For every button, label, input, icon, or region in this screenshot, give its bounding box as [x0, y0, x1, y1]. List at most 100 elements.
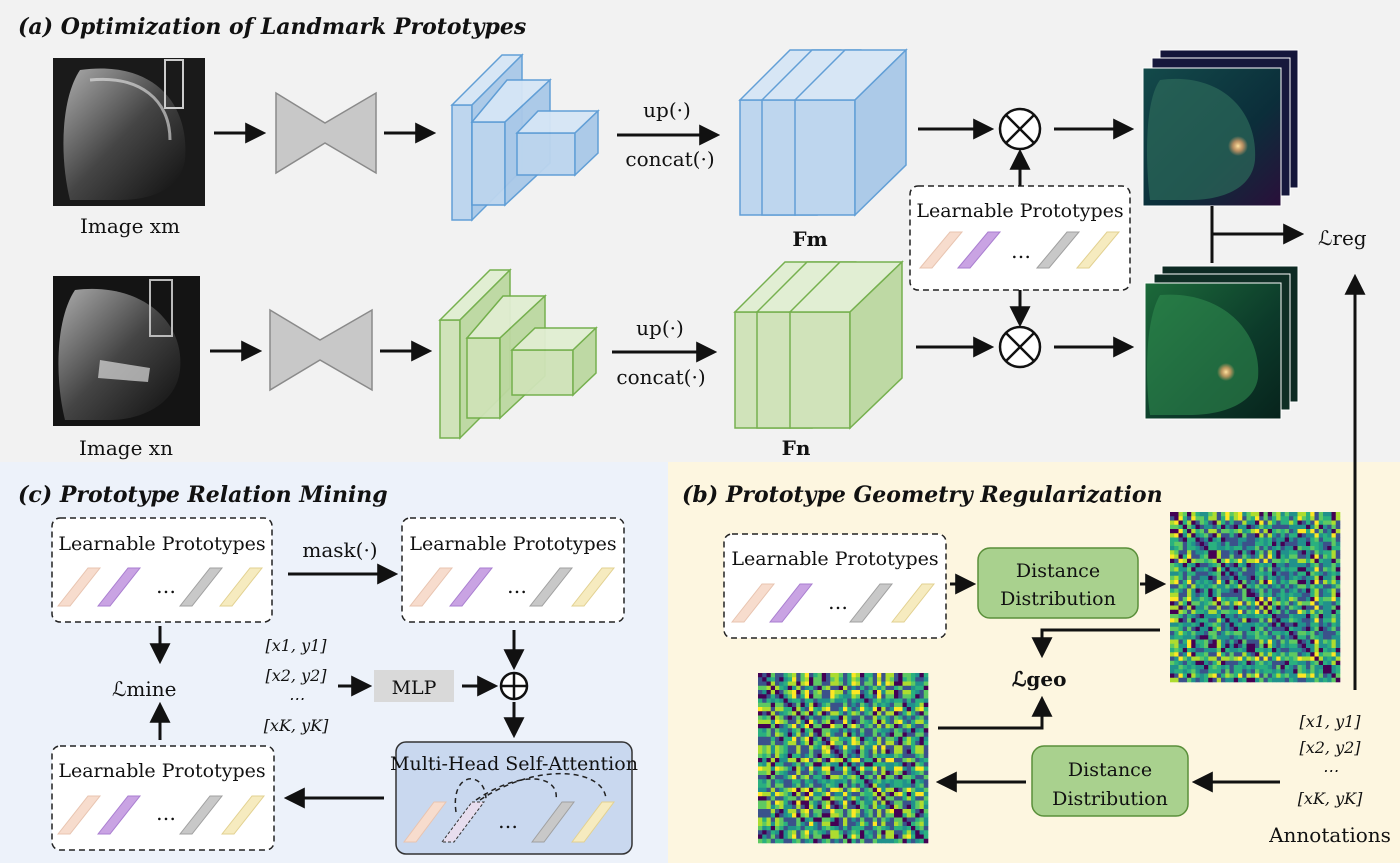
- matrix-cell: [1225, 533, 1230, 538]
- matrix-cell: [1187, 677, 1192, 683]
- matrix-cell: [787, 809, 793, 814]
- matrix-cell: [902, 804, 908, 810]
- matrix-cell: [1327, 605, 1332, 611]
- matrix-cell: [1225, 563, 1230, 568]
- matrix-cell: [1318, 597, 1324, 602]
- matrix-cell: [1267, 597, 1273, 602]
- matrix-cell: [1199, 673, 1205, 679]
- matrix-cell: [902, 677, 908, 682]
- matrix-cell: [800, 800, 806, 806]
- matrix-cell: [834, 813, 840, 818]
- matrix-cell: [826, 685, 831, 691]
- matrix-cell: [1310, 512, 1315, 517]
- mlp-label: MLP: [392, 677, 437, 699]
- matrix-cell: [1272, 601, 1277, 606]
- matrix-cell: [906, 770, 912, 776]
- matrix-cell: [821, 685, 827, 691]
- matrix-cell: [1293, 677, 1298, 683]
- matrix-cell: [1255, 673, 1260, 679]
- matrix-cell: [1318, 665, 1324, 670]
- matrix-cell: [766, 677, 772, 682]
- matrix-cell: [1221, 533, 1226, 538]
- matrix-cell: [860, 834, 865, 840]
- matrix-cell: [923, 770, 929, 776]
- matrix-cell: [1238, 520, 1243, 526]
- matrix-cell: [783, 702, 789, 708]
- matrix-cell: [1212, 571, 1218, 577]
- matrix-cell: [1187, 614, 1192, 619]
- matrix-cell: [783, 817, 789, 823]
- matrix-cell: [1314, 677, 1320, 683]
- matrix-cell: [1221, 665, 1226, 670]
- matrix-cell: [855, 783, 861, 789]
- matrix-cell: [758, 813, 763, 818]
- matrix-cell: [1225, 626, 1230, 632]
- matrix-cell: [1301, 512, 1307, 517]
- matrix-cell: [783, 698, 789, 704]
- matrix-cell: [881, 715, 886, 721]
- matrix-cell: [792, 834, 797, 840]
- matrix-cell: [1182, 588, 1188, 594]
- matrix-cell: [762, 758, 767, 763]
- matrix-cell: [1178, 533, 1184, 538]
- matrix-cell: [826, 800, 831, 806]
- matrix-cell: [1229, 660, 1235, 666]
- matrix-cell: [830, 719, 835, 725]
- matrix-cell: [894, 702, 899, 708]
- matrix-cell: [1182, 673, 1188, 679]
- matrix-cell: [758, 762, 763, 767]
- prototypes-ellipsis-b: …: [828, 590, 848, 614]
- matrix-cell: [1212, 592, 1218, 598]
- matrix-cell: [1204, 567, 1209, 572]
- matrix-cell: [1204, 665, 1209, 670]
- matrix-cell: [779, 719, 784, 725]
- matrix-cell: [881, 783, 886, 789]
- matrix-cell: [1242, 622, 1247, 628]
- matrix-cell: [762, 766, 767, 772]
- matrix-cell: [877, 758, 882, 763]
- matrix-cell: [1293, 588, 1298, 594]
- matrix-cell: [868, 719, 874, 725]
- matrix-cell: [817, 745, 823, 750]
- matrix-cell: [1267, 567, 1273, 572]
- matrix-cell: [830, 702, 835, 708]
- matrix-cell: [1297, 614, 1303, 619]
- matrix-cell: [1301, 580, 1307, 585]
- matrix-cell: [796, 749, 801, 755]
- matrix-cell: [1327, 533, 1332, 538]
- matrix-cell: [792, 732, 797, 738]
- matrix-cell: [889, 745, 895, 750]
- matrix-cell: [847, 804, 852, 810]
- matrix-cell: [885, 702, 891, 708]
- matrix-cell: [923, 694, 929, 699]
- matrix-cell: [1212, 554, 1218, 560]
- matrix-cell: [1289, 546, 1294, 551]
- matrix-cell: [923, 766, 929, 772]
- matrix-cell: [813, 715, 818, 721]
- matrix-cell: [1195, 601, 1201, 606]
- matrix-cell: [1314, 533, 1320, 538]
- matrix-cell: [1174, 605, 1179, 611]
- matrix-cell: [851, 792, 857, 797]
- matrix-cell: [881, 681, 886, 687]
- xray-image-m: [53, 58, 205, 206]
- matrix-cell: [830, 741, 835, 746]
- matrix-cell: [1221, 592, 1226, 598]
- matrix-cell: [894, 749, 899, 755]
- matrix-cell: [783, 745, 789, 750]
- matrix-cell: [1250, 554, 1256, 560]
- matrix-cell: [1208, 575, 1213, 581]
- matrix-cell: [800, 698, 806, 704]
- matrix-cell: [1297, 575, 1303, 581]
- matrix-cell: [792, 766, 797, 772]
- matrix-cell: [1289, 520, 1294, 526]
- matrix-cell: [919, 775, 925, 780]
- matrix-cell: [783, 673, 789, 678]
- matrix-cell: [1306, 626, 1311, 632]
- matrix-cell: [1280, 669, 1286, 674]
- matrix-cell: [1306, 512, 1311, 517]
- matrix-cell: [1195, 524, 1201, 530]
- matrix-cell: [1216, 554, 1222, 560]
- matrix-cell: [902, 728, 908, 733]
- matrix-cell: [1199, 639, 1205, 645]
